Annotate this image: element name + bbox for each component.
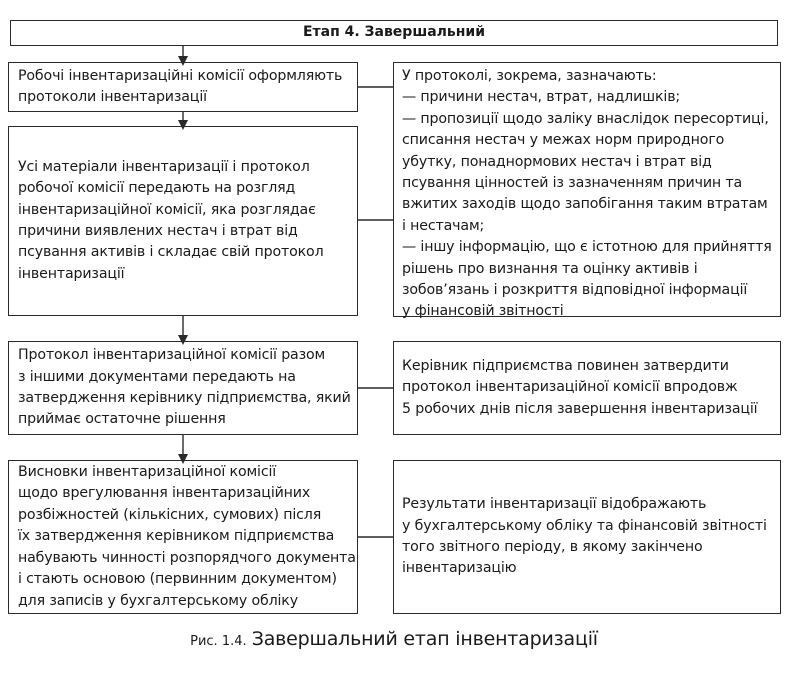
box-approval-deadline: Керівник підприємства повинен затвердити… [393,341,781,435]
box-approval-by-head: Протокол інвентаризаційної комісії разом… [8,341,358,435]
box-approval-by-head-text: Протокол інвентаризаційної комісії разом… [18,347,351,428]
box-results-reflection-text: Результати інвентаризації відображають у… [402,496,767,577]
stage-header: Етап 4. Завершальний [10,20,778,46]
figure-number: Рис. 1.4. [190,634,247,649]
figure-title: Завершальний етап інвентаризації [251,628,598,650]
box-materials-transfer-text: Усі матеріали інвентаризації і протокол … [18,158,324,282]
box-commission-conclusions-text: Висновки інвентаризаційної комісії щодо … [18,464,356,609]
box-working-commissions: Робочі інвентаризаційні комісії оформляю… [8,62,358,112]
box-approval-deadline-text: Керівник підприємства повинен затвердити… [402,357,758,417]
box-protocol-contents: У протоколі, зокрема, зазначають: — прич… [393,62,781,319]
box-protocol-contents-text: У протоколі, зокрема, зазначають: — прич… [402,68,772,320]
box-results-reflection: Результати інвентаризації відображають у… [393,460,781,614]
box-commission-conclusions: Висновки інвентаризаційної комісії щодо … [8,460,358,614]
box-materials-transfer: Усі матеріали інвентаризації і протокол … [8,126,358,316]
figure-caption: Рис. 1.4. Завершальний етап інвентаризац… [0,628,788,650]
box-working-commissions-text: Робочі інвентаризаційні комісії оформляю… [18,67,343,105]
